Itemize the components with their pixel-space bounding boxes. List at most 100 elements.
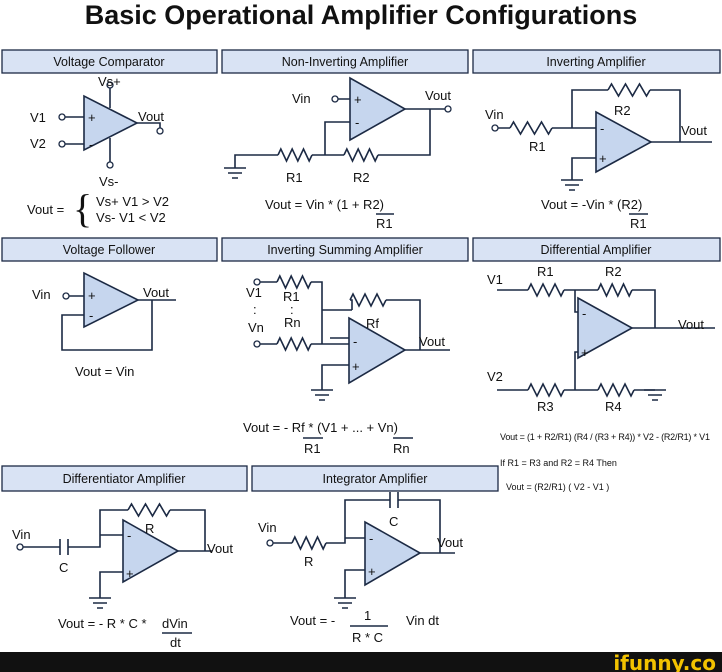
svg-text:Vin: Vin	[12, 527, 31, 542]
svg-text:Vout = - R * C *: Vout = - R * C *	[58, 616, 147, 631]
svg-text:R2: R2	[353, 170, 370, 185]
svg-text:+: +	[599, 151, 607, 166]
resistor	[607, 82, 651, 98]
svg-text:Differentiator Amplifier: Differentiator Amplifier	[63, 472, 186, 486]
svg-text::: :	[253, 302, 257, 317]
svg-text:Rf: Rf	[366, 316, 379, 331]
watermark-logo: ifunny.co	[613, 651, 716, 672]
svg-text:Vout = (1 + R2/R1) (R4 / (R3 +: Vout = (1 + R2/R1) (R4 / (R3 + R4)) * V2…	[500, 432, 710, 442]
resistor	[509, 120, 553, 136]
inverting-circuit: Vin Vout R1 R2 - + Vout = -Vin * (R2) R1	[485, 89, 712, 231]
svg-text:Vin: Vin	[292, 91, 311, 106]
ground-icon	[334, 597, 356, 609]
svg-text:Vout: Vout	[678, 317, 704, 332]
voltage-follower-circuit: Vin Vout + - Vout = Vin	[32, 271, 176, 379]
resistor	[343, 147, 379, 163]
svg-text:R1: R1	[529, 139, 546, 154]
svg-text:Vout = -Vin * (R2): Vout = -Vin * (R2)	[541, 197, 642, 212]
differential-circuit: V1 V2 R1 R2 R3 R4 Vout - + Vout = (1 + R…	[487, 264, 715, 492]
svg-text:R1: R1	[537, 264, 554, 279]
svg-text:R1: R1	[283, 289, 300, 304]
resistor	[349, 292, 387, 308]
svg-text:Vs-: Vs-	[99, 174, 119, 189]
header-voltage-comparator: Voltage Comparator	[1, 49, 218, 74]
svg-text:Vout: Vout	[419, 334, 445, 349]
header-differential: Differential Amplifier	[472, 237, 721, 262]
svg-text:Vout: Vout	[143, 285, 169, 300]
svg-text:Vout: Vout	[207, 541, 233, 556]
svg-text:Vin dt: Vin dt	[406, 613, 439, 628]
svg-text:R1: R1	[286, 170, 303, 185]
svg-text:1: 1	[364, 608, 371, 623]
non-inverting-circuit: Vin Vout + - R1 R2 Vout = Vin * (1 + R2)…	[234, 76, 452, 231]
svg-text:R * C: R * C	[352, 630, 383, 645]
header-integrator: Integrator Amplifier	[251, 465, 499, 492]
ground-icon	[561, 179, 583, 191]
svg-text:Vs+: Vs+	[98, 74, 121, 89]
svg-text:R3: R3	[537, 399, 554, 414]
svg-text:Inverting Amplifier: Inverting Amplifier	[546, 55, 645, 69]
svg-text:Vout: Vout	[425, 88, 451, 103]
svg-text:+: +	[88, 288, 96, 303]
svg-text:+: +	[581, 345, 589, 360]
svg-text:R4: R4	[605, 399, 622, 414]
ground-icon	[224, 167, 246, 179]
svg-text::: :	[290, 302, 294, 317]
svg-text:R1: R1	[630, 216, 647, 231]
svg-text:+: +	[126, 566, 134, 581]
comparator-circuit: Vs+ Vs- V1 V2 Vout + - Vout = { Vs+ V1 >…	[27, 74, 169, 231]
svg-text:-: -	[127, 528, 131, 543]
svg-text:Vout = - Rf * (V1 + ... + Vn): Vout = - Rf * (V1 + ... + Vn)	[243, 420, 398, 435]
page-title: Basic Operational Amplifier Configuratio…	[85, 0, 638, 30]
integrator-circuit: Vin R C Vout - + Vout = - 1 R * C Vin dt	[258, 492, 463, 645]
svg-text:Vn: Vn	[248, 320, 264, 335]
svg-text:V1: V1	[30, 110, 46, 125]
svg-text:Vout: Vout	[138, 109, 164, 124]
svg-text:Vout = -: Vout = -	[290, 613, 335, 628]
svg-text:R1: R1	[304, 441, 321, 456]
resistor	[597, 282, 633, 298]
svg-text:Vout: Vout	[437, 535, 463, 550]
svg-text:R: R	[145, 521, 154, 536]
svg-text:+: +	[354, 92, 362, 107]
svg-text:C: C	[389, 514, 398, 529]
svg-text:Rn: Rn	[284, 315, 301, 330]
svg-text:-: -	[369, 531, 373, 546]
svg-text:+: +	[352, 359, 360, 374]
svg-text:-: -	[89, 308, 93, 323]
svg-text:C: C	[59, 560, 68, 575]
header-inverting: Inverting Amplifier	[472, 49, 721, 74]
svg-text:If R1 = R3 and R2 = R4 Then: If R1 = R3 and R2 = R4 Then	[500, 458, 617, 468]
svg-text:Vout = Vin: Vout = Vin	[75, 364, 134, 379]
svg-text:-: -	[582, 306, 586, 321]
svg-text:+: +	[88, 110, 96, 125]
svg-text:Non-Inverting Amplifier: Non-Inverting Amplifier	[282, 55, 408, 69]
svg-text:Rn: Rn	[393, 441, 410, 456]
svg-text:R1: R1	[376, 216, 393, 231]
svg-text:Vs- V1 < V2: Vs- V1 < V2	[96, 210, 166, 225]
svg-text:-: -	[355, 115, 359, 130]
svg-text:R: R	[304, 554, 313, 569]
brace: {	[73, 186, 92, 231]
header-inverting-summing: Inverting Summing Amplifier	[221, 237, 469, 262]
svg-text:R2: R2	[614, 103, 631, 118]
opamp-triangle	[83, 94, 139, 152]
svg-text:V2: V2	[487, 369, 503, 384]
svg-text:R2: R2	[605, 264, 622, 279]
resistor	[597, 382, 635, 398]
header-differentiator: Differentiator Amplifier	[1, 465, 248, 492]
resistor	[276, 336, 312, 352]
svg-text:Vout =: Vout =	[27, 202, 64, 217]
svg-text:Vin: Vin	[258, 520, 277, 535]
svg-text:Vout: Vout	[681, 123, 707, 138]
svg-text:Vs+ V1 > V2: Vs+ V1 > V2	[96, 194, 169, 209]
svg-text:Vout = (R2/R1) ( V2 - V1 ): Vout = (R2/R1) ( V2 - V1 )	[506, 482, 609, 492]
header-non-inverting: Non-Inverting Amplifier	[221, 49, 469, 74]
svg-text:-: -	[89, 137, 93, 152]
svg-text:Differential Amplifier: Differential Amplifier	[541, 243, 652, 257]
svg-text:V2: V2	[30, 136, 46, 151]
svg-text:V1: V1	[246, 285, 262, 300]
resistor	[276, 274, 312, 290]
svg-text:-: -	[353, 334, 357, 349]
